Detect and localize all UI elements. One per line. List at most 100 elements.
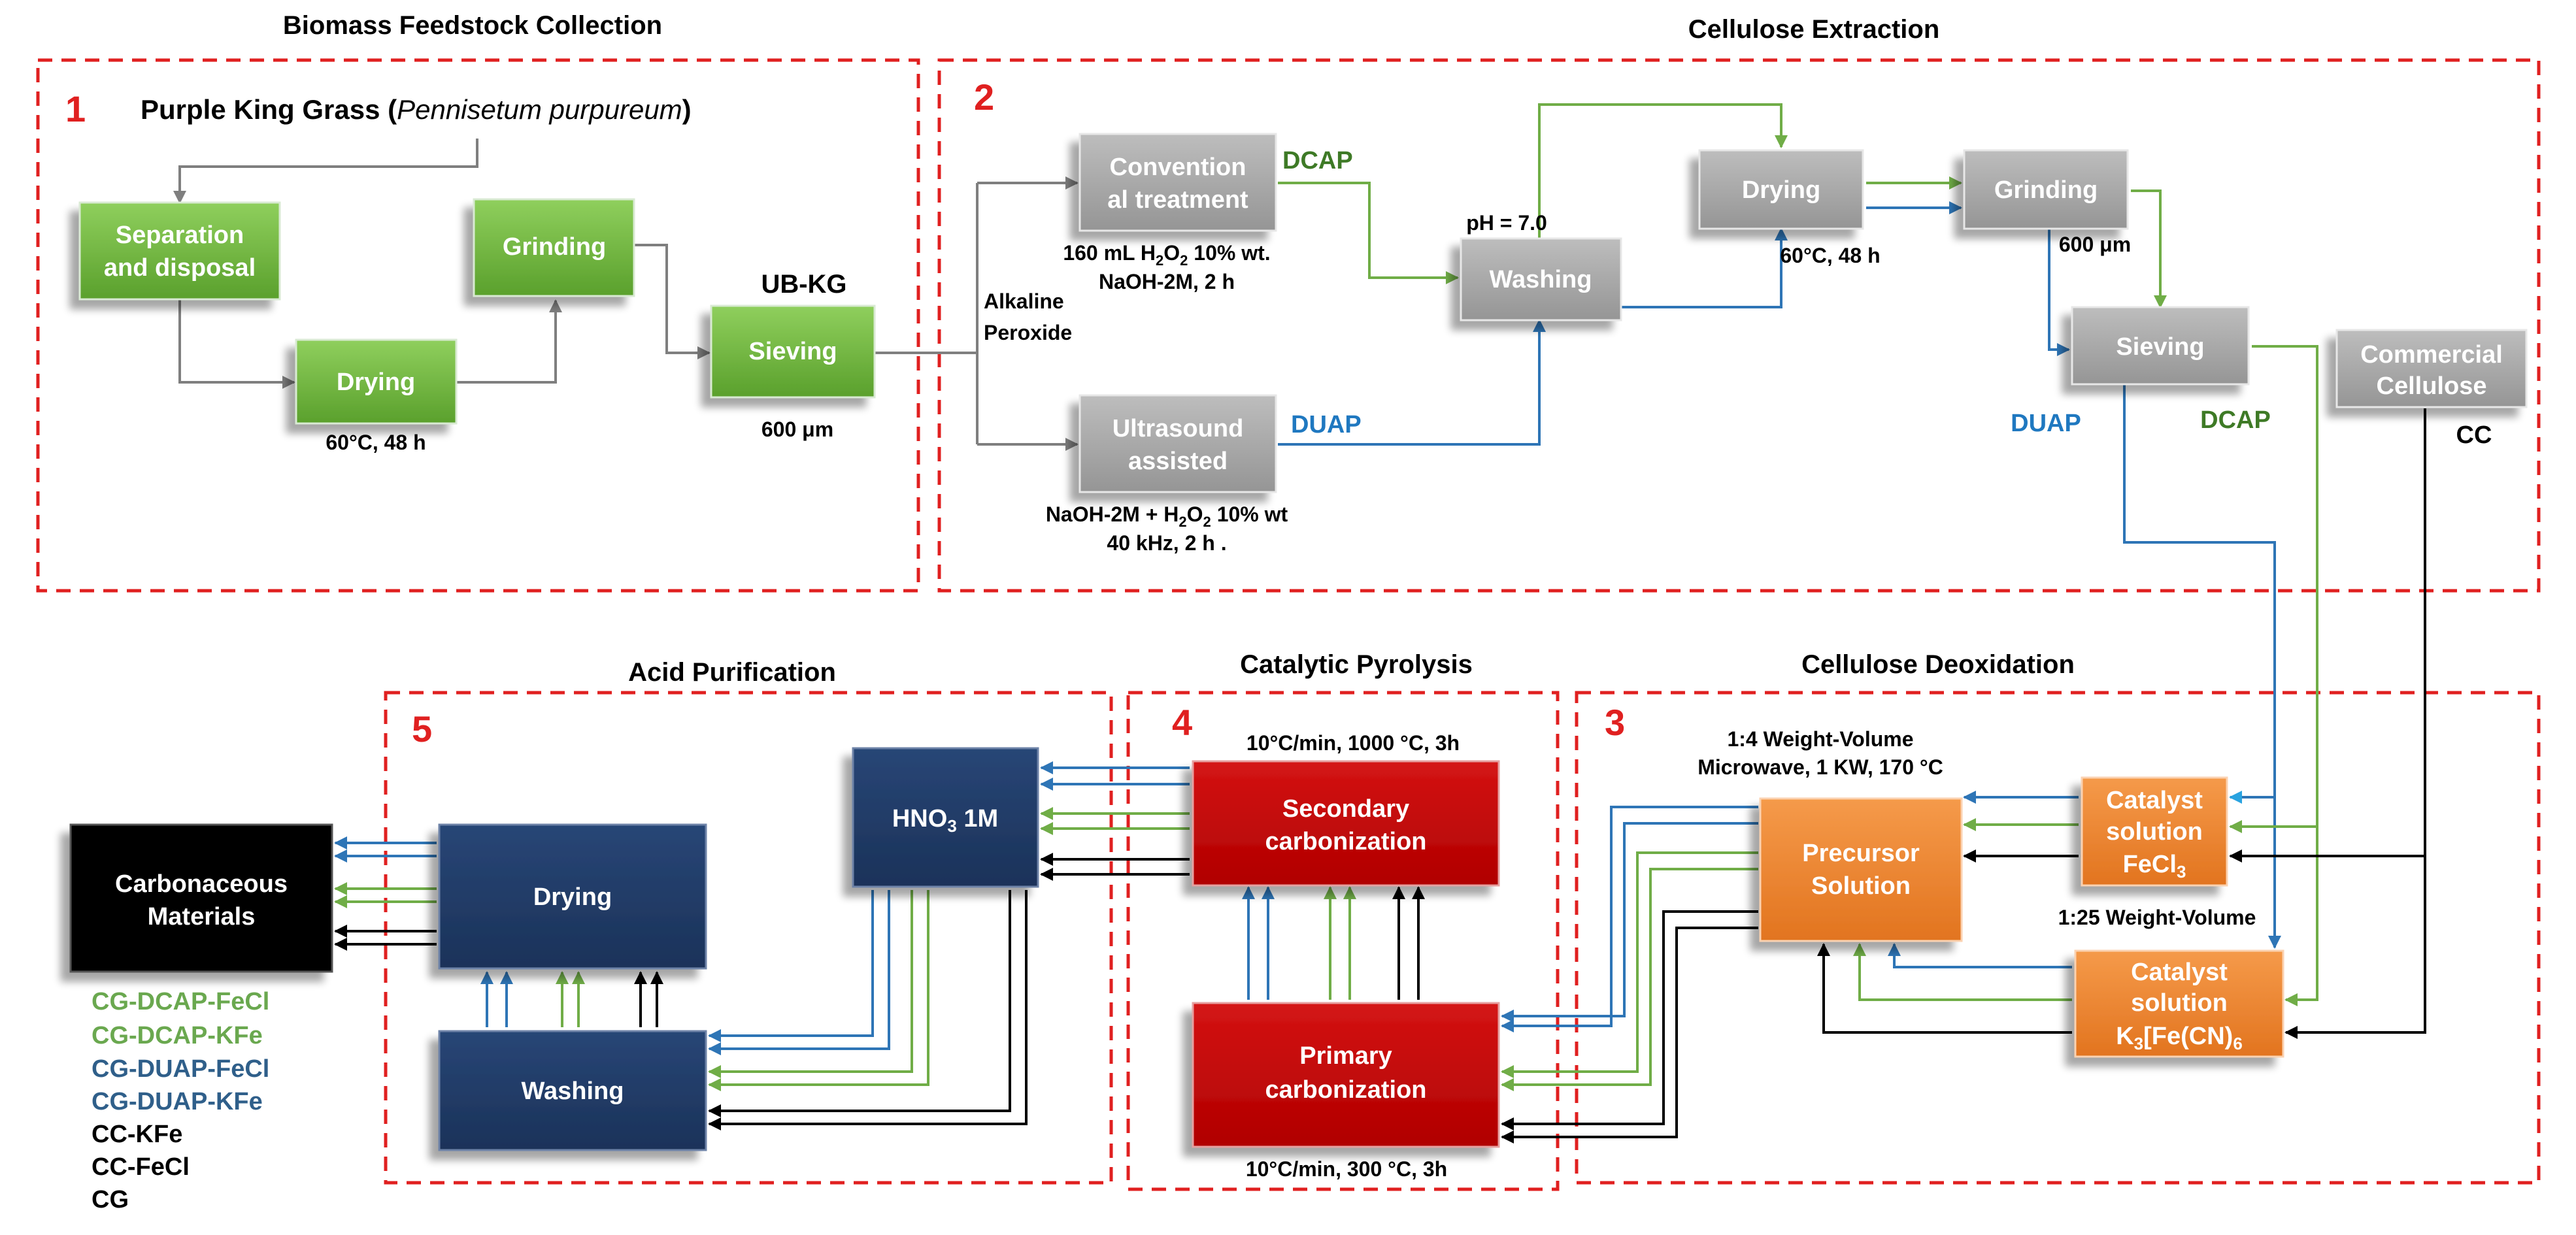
section-4-title: Catalytic Pyrolysis (1240, 650, 1473, 679)
primary-label-1: Primary (1299, 1042, 1392, 1070)
catalyst-fecl3-label-3: FeCl3 (2123, 851, 2186, 881)
grinding-1-box: Grinding (473, 198, 635, 297)
weight-volume-1-25: 1:25 Weight-Volume (2058, 906, 2256, 929)
arrow-hno3-to-washing-green1 (708, 890, 913, 1078)
conventional-conditions-2: NaOH-2M, 2 h (1099, 270, 1235, 293)
section-5-connectors (334, 836, 1028, 1130)
section-3-frame (1575, 691, 2541, 1185)
arrow-cc-to-catalyst-fecl3 (2229, 408, 2426, 863)
sieving-2-label: Sieving (2116, 333, 2204, 361)
ultrasound-assisted-box: Ultrasound assisted (1079, 394, 1277, 493)
deoxidation-feed-connectors (2123, 345, 2426, 1039)
arrow-k3-to-precursor-green (1853, 943, 2072, 1001)
arrow-dcap-to-catalyst-fecl3 (2229, 345, 2318, 833)
dcap-label-1: DCAP (1282, 147, 1353, 174)
washing-5-box: Washing (438, 1030, 707, 1151)
section-3-title: Cellulose Deoxidation (1801, 650, 2075, 679)
arrow-precursor-to-primary-green1 (1501, 851, 1758, 1078)
drying-2-box: Drying (1698, 149, 1864, 230)
duap-label-1: DUAP (1291, 411, 1362, 438)
precursor-label-1: Precursor (1802, 840, 1920, 867)
section-1-number: 1 (65, 88, 86, 129)
conventional-label-1: Convention (1110, 154, 1246, 181)
arrow-dcap-to-catalyst-k3 (2284, 827, 2318, 1006)
catalyst-k3-box: Catalyst solution K3[Fe(CN)6 (2074, 949, 2284, 1058)
arrow-precursor-to-primary-blue1 (1501, 806, 1758, 1032)
feedstock-label: Purple King Grass (Pennisetum purpureum) (141, 94, 692, 125)
separation-label-1: Separation (116, 222, 244, 249)
arrow-k3-to-precursor-black (1817, 943, 2072, 1034)
arrow-washing-to-drying-green (1538, 103, 1788, 239)
section-3-connectors (1501, 791, 2079, 1144)
ultrasound-conditions-1: NaOH-2M + H2O2 10% wt (1046, 502, 1288, 530)
arrow-grass-to-separation (173, 139, 478, 204)
alkaline-peroxide-2: Peroxide (984, 321, 1072, 344)
section-frames (36, 58, 2541, 1191)
arrow-grinding-to-sieving-green (2131, 189, 2167, 308)
drying-1-label: Drying (337, 369, 415, 396)
drying-2-conditions: 60°C, 48 h (1780, 244, 1880, 267)
drying-1-box: Drying (295, 338, 458, 425)
grind-mesh: 600 μm (2059, 233, 2131, 256)
arrow-precursor-to-primary-black1 (1501, 910, 1758, 1130)
sieving-1-box: Sieving (710, 305, 876, 399)
primary-label-2: carbonization (1265, 1076, 1426, 1104)
grinding-1-label: Grinding (503, 233, 606, 261)
drying-1-conditions: 60°C, 48 h (326, 431, 426, 454)
output-item: CG (92, 1186, 129, 1213)
primary-conditions: 10°C/min, 300 °C, 3h (1246, 1157, 1447, 1181)
alkaline-peroxide-1: Alkaline (984, 289, 1064, 313)
output-item: CC-FeCl (92, 1153, 190, 1181)
output-item: CC-KFe (92, 1121, 182, 1148)
section-4-frame (1126, 691, 1560, 1191)
section-4-number: 4 (1172, 702, 1192, 743)
sieve-mesh-1: 600 μm (761, 418, 833, 441)
arrow-ultrasound-to-washing (1278, 319, 1546, 446)
section-2-connectors (1278, 103, 2167, 446)
arrow-precursor-to-primary-green2 (1501, 868, 1758, 1091)
output-item: CG-DUAP-FeCl (92, 1055, 269, 1083)
catalyst-fecl3-label-1: Catalyst (2106, 787, 2203, 814)
secondary-carbonization-box: Secondary carbonization (1192, 760, 1500, 887)
section-2-title: Cellulose Extraction (1688, 15, 1940, 44)
section-1-title: Biomass Feedstock Collection (283, 11, 662, 40)
section-1-connectors (173, 139, 1079, 451)
commercial-cellulose-box: Commercial Cellulose (2335, 329, 2528, 408)
hno3-box: HNO3 1M (852, 747, 1039, 888)
ultrasound-label-2: assisted (1128, 448, 1228, 475)
cc-label: CC (2456, 421, 2492, 449)
arrow-cc-to-catalyst-k3 (2284, 856, 2426, 1039)
secondary-conditions: 10°C/min, 1000 °C, 3h (1246, 731, 1460, 755)
arrow-hno3-to-washing-black2 (708, 890, 1028, 1130)
secondary-label-2: carbonization (1265, 828, 1426, 855)
washing-2-box: Washing (1460, 237, 1622, 321)
arrow-hno3-to-washing-green2 (708, 890, 929, 1091)
arrow-conventional-to-washing (1278, 182, 1459, 284)
arrow-precursor-to-primary-blue2 (1501, 822, 1758, 1023)
duap-label-2: DUAP (2011, 410, 2081, 437)
drying-5-box: Drying (438, 823, 707, 970)
secondary-label-1: Secondary (1282, 795, 1409, 823)
catalyst-fecl3-box: Catalyst solution FeCl3 (2081, 776, 2228, 887)
catalyst-k3-label-1: Catalyst (2131, 959, 2228, 986)
precursor-label-2: Solution (1811, 872, 1911, 900)
arrow-precursor-to-primary-black2 (1501, 927, 1758, 1144)
grinding-2-label: Grinding (1994, 176, 2098, 204)
arrow-duap-to-catalyst-fecl3 (2123, 382, 2276, 804)
catalyst-k3-label-2: solution (2131, 989, 2228, 1017)
arrow-grinding-to-sieving-blue (2048, 222, 2070, 356)
ultrasound-label-1: Ultrasound (1112, 415, 1244, 442)
output-item: CG-DUAP-KFe (92, 1088, 263, 1115)
catalyst-k3-label-3: K3[Fe(CN)6 (2116, 1023, 2243, 1053)
washing-2-label: Washing (1490, 266, 1592, 293)
section-5-frame (384, 691, 1113, 1185)
carbonaceous-materials-box: Carbonaceous Materials (69, 823, 333, 973)
sieving-1-label: Sieving (748, 338, 837, 365)
conventional-treatment-box: Convention al treatment (1079, 133, 1277, 232)
primary-carbonization-box: Primary carbonization (1192, 1002, 1500, 1148)
conventional-conditions-1: 160 mL H2O2 10% wt. (1063, 241, 1270, 269)
arrow-drying-to-grinding (454, 299, 562, 384)
grinding-2-box: Grinding (1963, 149, 2129, 230)
drying-5-label: Drying (533, 883, 612, 911)
